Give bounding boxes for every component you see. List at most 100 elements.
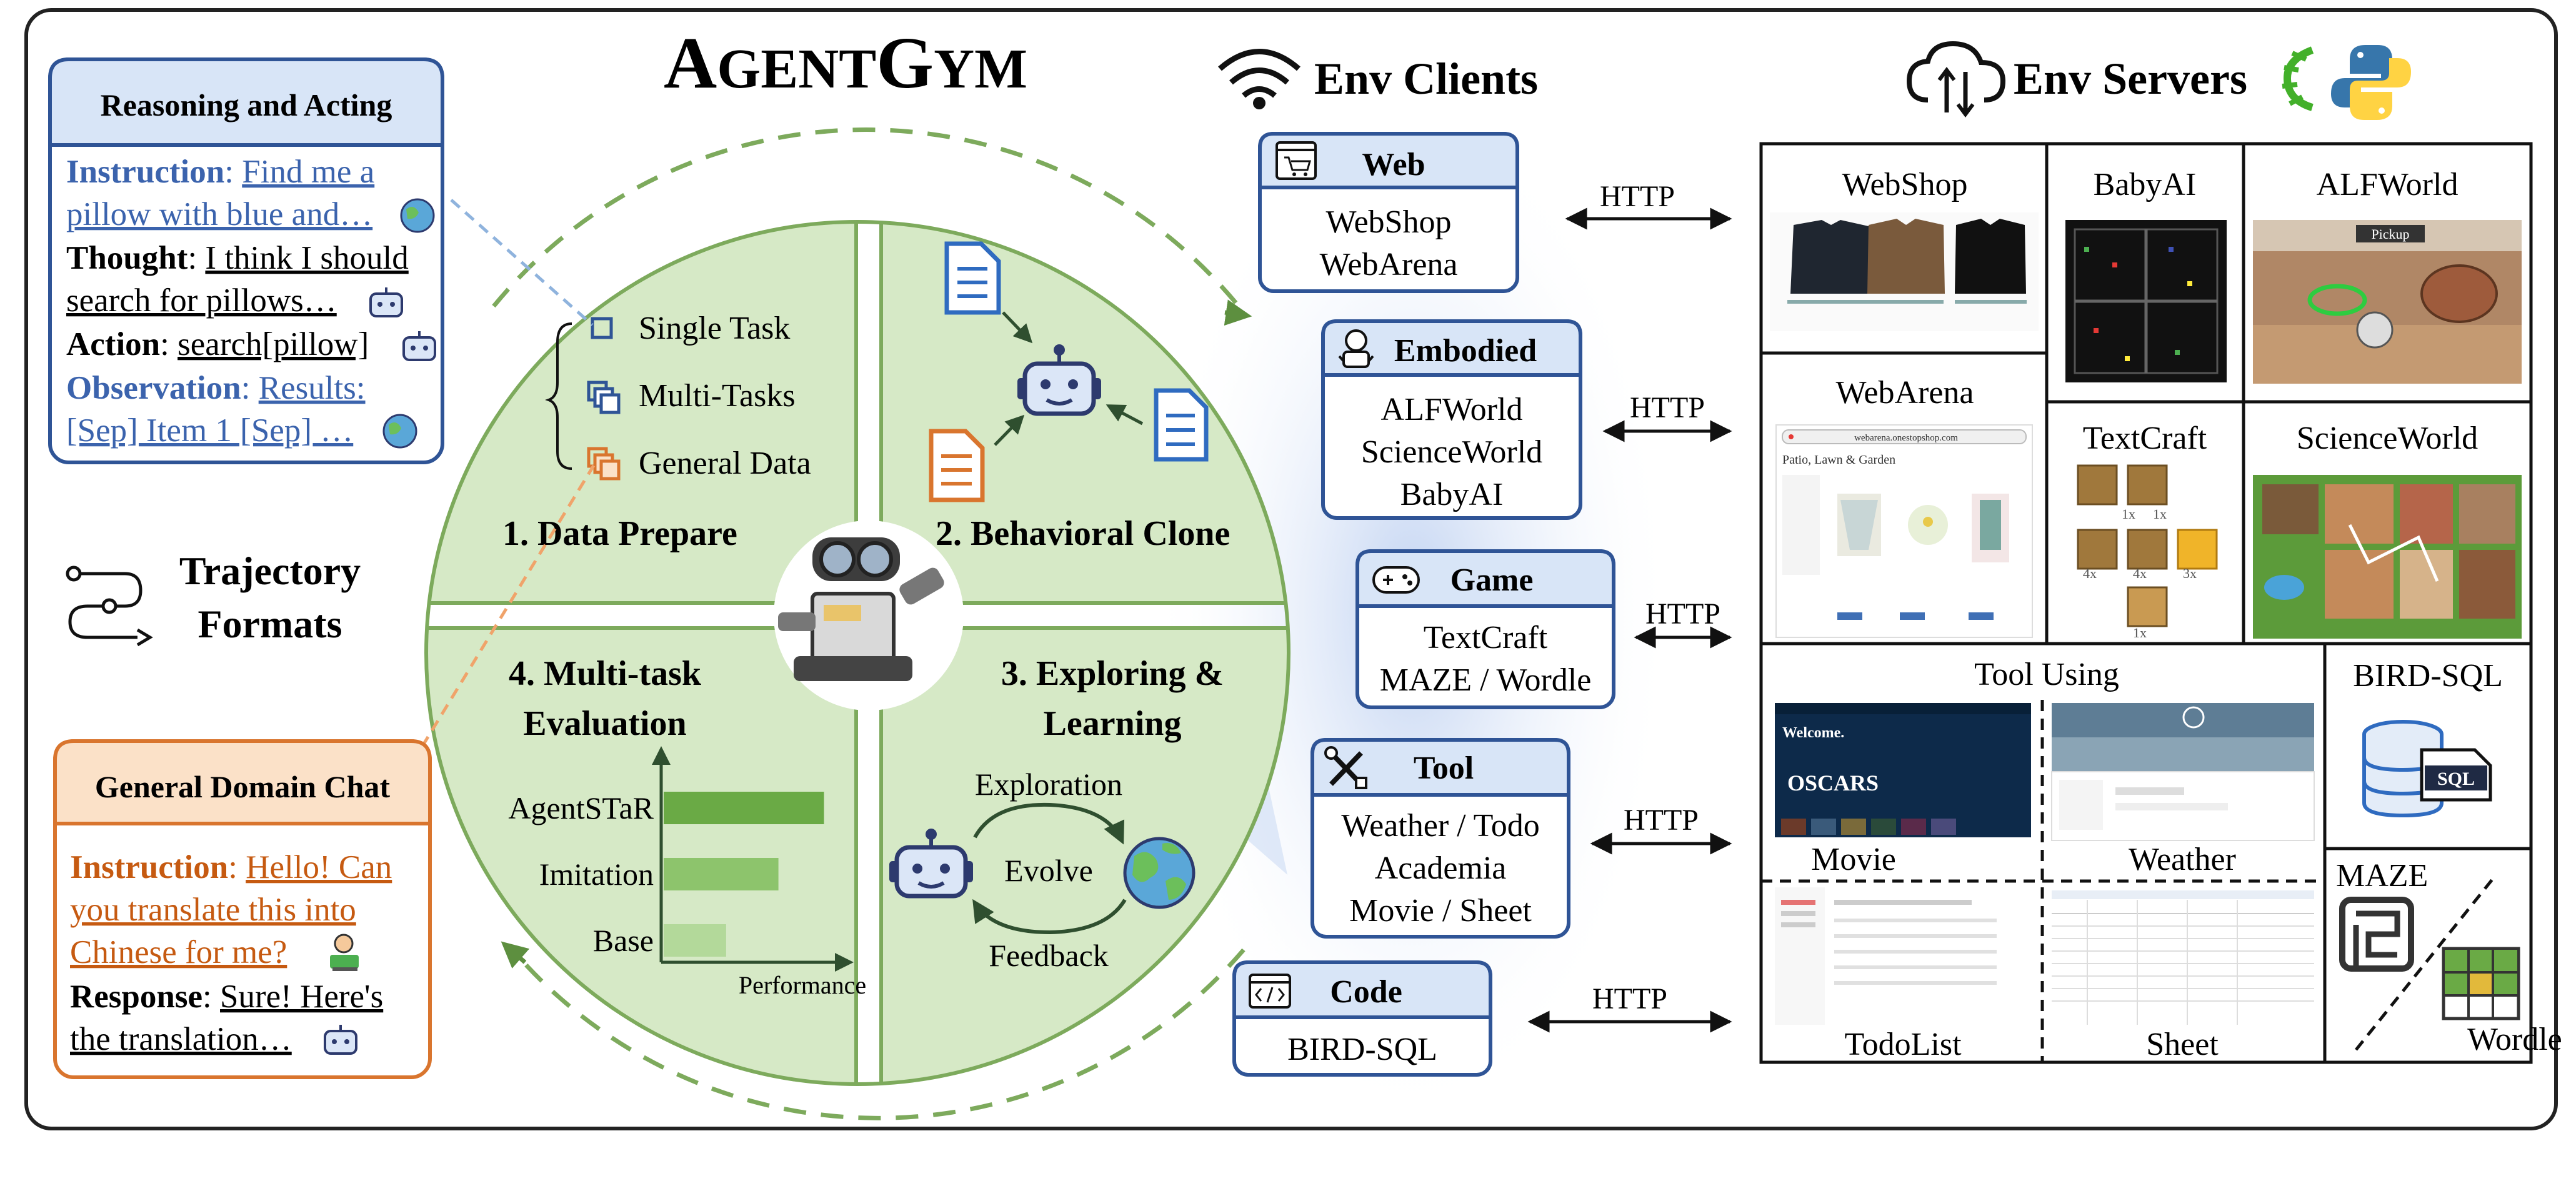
connector-reasoning xyxy=(450,199,594,326)
http-label-code: HTTP xyxy=(1592,982,1667,1015)
trajectory-title-line1: Trajectory xyxy=(179,549,361,593)
robot-icon xyxy=(324,1025,357,1055)
client-tool-title: Tool xyxy=(1414,750,1474,786)
http-label-game: HTTP xyxy=(1645,597,1720,630)
code-icon xyxy=(1249,974,1291,1009)
cloud-server-icon xyxy=(1906,41,2006,117)
doc-arrow-3 xyxy=(994,414,1025,446)
wordle-icon xyxy=(2442,947,2520,1020)
textcraft-thumbnail: 1x 1x 4x 4x 3x 1x xyxy=(2077,464,2218,640)
explore-label-exploration: Exploration xyxy=(975,767,1122,802)
server-babyai-label: BabyAI xyxy=(2094,167,2197,202)
reasoning-observation-line2: [Sep] Item 1 [Sep] … xyxy=(66,412,353,449)
client-game-line2: MAZE / Wordle xyxy=(1380,662,1592,698)
globe-icon xyxy=(382,414,417,449)
robot-arm-icon xyxy=(1338,329,1374,368)
reasoning-instruction-line1: Instruction: Find me a xyxy=(66,154,374,190)
webarena-thumbnail: webarena.onestopshop.com Patio, Lawn & G… xyxy=(1775,424,2033,638)
database-icon: SQL xyxy=(2362,720,2492,818)
multi-tasks-icon xyxy=(587,381,621,414)
client-box-code: Code BIRD-SQL xyxy=(1232,960,1492,1077)
gamepad-icon xyxy=(1372,566,1420,594)
server-maze-label: MAZE xyxy=(2336,858,2428,894)
client-embodied-line1: ALFWorld xyxy=(1381,392,1523,427)
workflow-circle: 1. Data Prepare Single Task Multi-Tasks … xyxy=(424,127,1290,1120)
client-embodied-title: Embodied xyxy=(1394,333,1537,369)
q2-title: 2. Behavioral Clone xyxy=(936,514,1230,553)
textcraft-qty-4x-a: 4x xyxy=(2083,566,2097,581)
chat-panel: General Domain Chat Instruction: Hello! … xyxy=(53,739,432,1079)
client-web-line1: WebShop xyxy=(1326,204,1452,240)
client-web-line2: WebArena xyxy=(1319,247,1457,282)
babyai-thumbnail xyxy=(2065,220,2227,382)
server-weather-label: Weather xyxy=(2129,842,2236,877)
python-logo-icon xyxy=(2331,45,2411,120)
wifi-icon xyxy=(1218,49,1300,109)
exploration-arrow xyxy=(973,802,1124,845)
todolist-thumbnail xyxy=(1775,887,2031,1025)
textcraft-qty-3x: 3x xyxy=(2183,566,2197,581)
maze-icon xyxy=(2339,897,2414,972)
q4-title-line1: 4. Multi-task xyxy=(509,654,702,693)
connector-chat xyxy=(411,464,596,764)
data-item-general-data: General Data xyxy=(639,446,811,481)
center-robot-icon xyxy=(778,537,944,681)
server-alfworld-label: ALFWorld xyxy=(2317,167,2459,202)
agentgym-title: AGENTGYM xyxy=(664,22,1027,104)
doc-arrow-2 xyxy=(1106,404,1144,426)
client-box-tool: Tool Weather / Todo Academia Movie / She… xyxy=(1310,738,1570,939)
chart-category-label: AgentSTaR xyxy=(508,790,654,825)
alfworld-thumbnail: Pickup xyxy=(2253,220,2522,384)
doc-arrow-1 xyxy=(1002,311,1033,344)
chat-response-line1: Response: Sure! Here's xyxy=(70,979,383,1015)
explore-label-evolve: Evolve xyxy=(1004,853,1093,888)
reasoning-instruction-line2: pillow with blue and… xyxy=(66,196,372,232)
q1-title: 1. Data Prepare xyxy=(502,514,737,553)
globe-icon xyxy=(1123,837,1196,909)
client-embodied-line2: ScienceWorld xyxy=(1361,434,1542,470)
trajectory-icon xyxy=(66,566,153,647)
explore-label-feedback: Feedback xyxy=(989,938,1109,973)
doc-icon-blue-1 xyxy=(944,241,1001,315)
general-data-icon xyxy=(587,447,621,481)
server-sheet-label: Sheet xyxy=(2146,1027,2219,1062)
doc-icon-orange xyxy=(929,429,985,502)
chart-category-label: Imitation xyxy=(539,857,654,892)
webshop-thumbnail xyxy=(1770,212,2039,331)
textcraft-qty-1x-a: 1x xyxy=(2122,506,2135,522)
movie-thumbnail: Welcome. OSCARS xyxy=(1775,703,2031,837)
bc-robot-icon xyxy=(1017,344,1101,416)
env-clients-header: Env Clients xyxy=(1314,54,1538,104)
client-web-title: Web xyxy=(1362,147,1425,182)
textcraft-qty-1x-c: 1x xyxy=(2133,625,2147,640)
textcraft-qty-4x-b: 4x xyxy=(2133,566,2147,581)
client-game-title: Game xyxy=(1450,562,1534,598)
env-servers-header: Env Servers xyxy=(2014,54,2247,104)
client-code-title: Code xyxy=(1330,974,1402,1010)
arc-arrow-bottom xyxy=(501,941,530,969)
sql-badge-text: SQL xyxy=(2437,769,2475,789)
reasoning-header: Reasoning and Acting xyxy=(101,87,392,122)
webarena-url: webarena.onestopshop.com xyxy=(1854,433,1958,443)
http-label-embodied: HTTP xyxy=(1630,391,1705,424)
data-item-single-task: Single Task xyxy=(639,311,790,346)
dashed-arc-bottom xyxy=(511,948,1246,1120)
feedback-arrow xyxy=(972,899,1127,935)
chat-header: General Domain Chat xyxy=(95,769,391,804)
scienceworld-thumbnail xyxy=(2253,475,2522,639)
reasoning-thought-line1: Thought: I think I should xyxy=(66,240,409,276)
movie-welcome-text: Welcome. xyxy=(1782,725,1844,741)
client-tool-line3: Movie / Sheet xyxy=(1349,893,1532,929)
data-item-multi-tasks: Multi-Tasks xyxy=(639,378,796,414)
client-code-line1: BIRD-SQL xyxy=(1287,1032,1437,1067)
sheet-thumbnail xyxy=(2052,887,2314,1028)
tools-icon xyxy=(1324,746,1367,789)
client-box-web: Web WebShop WebArena xyxy=(1258,132,1519,293)
chat-instruction-line3: Chinese for me? xyxy=(70,934,287,970)
robot-icon xyxy=(402,331,436,361)
http-label-tool: HTTP xyxy=(1624,804,1699,837)
doc-icon-blue-2 xyxy=(1154,388,1209,462)
